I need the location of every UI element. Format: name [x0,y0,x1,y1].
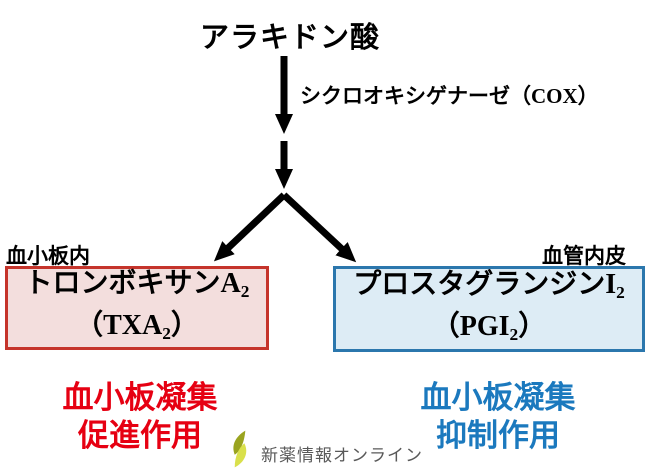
effect-left-line2: 促進作用 [78,418,202,453]
subscript: 2 [162,323,171,343]
subscript: 2 [616,283,625,303]
enzyme-label: シクロオキシゲナーゼ（COX） [300,80,599,110]
branch-arrow-right [281,192,357,263]
pgi2-name-line: プロスタグランジンI2 [353,268,625,303]
effect-right-line2: 抑制作用 [436,418,560,453]
context-label-endothelium: 血管内皮 [542,245,626,268]
product-box-txa2: トロンボキサンA2 （TXA2） [5,266,269,350]
effect-left-line1: 血小板凝集 [62,380,218,415]
product-box-pgi2: プロスタグランジンI2 （PGI2） [333,266,645,352]
enzyme-label-jp: シクロオキシゲナーゼ [300,85,510,108]
leaf-light-shape [234,443,247,468]
effect-right-line1: 血小板凝集 [420,380,576,415]
effect-text-inhibition: 血小板凝集 抑制作用 [373,379,623,455]
site-logo: 新薬情報オンライン [227,430,423,468]
subscript: 2 [240,282,250,302]
pgi2-abbr-line: （PGI2） [431,310,547,344]
page-title: アラキドン酸 [199,22,380,54]
txa2-abbr-line: （TXA2） [75,309,199,343]
txa2-name-line: トロンボキサンA2 [24,267,250,302]
branch-arrow-left [213,192,287,262]
subscript: 2 [509,324,519,344]
enzyme-label-abbr: （COX） [510,84,599,108]
effect-text-promotion: 血小板凝集 促進作用 [15,379,265,455]
leaf-dark-shape [233,430,246,455]
leaf-icon [233,430,247,468]
logo-text: 新薬情報オンライン [261,445,423,465]
context-label-platelet: 血小板内 [6,245,90,268]
